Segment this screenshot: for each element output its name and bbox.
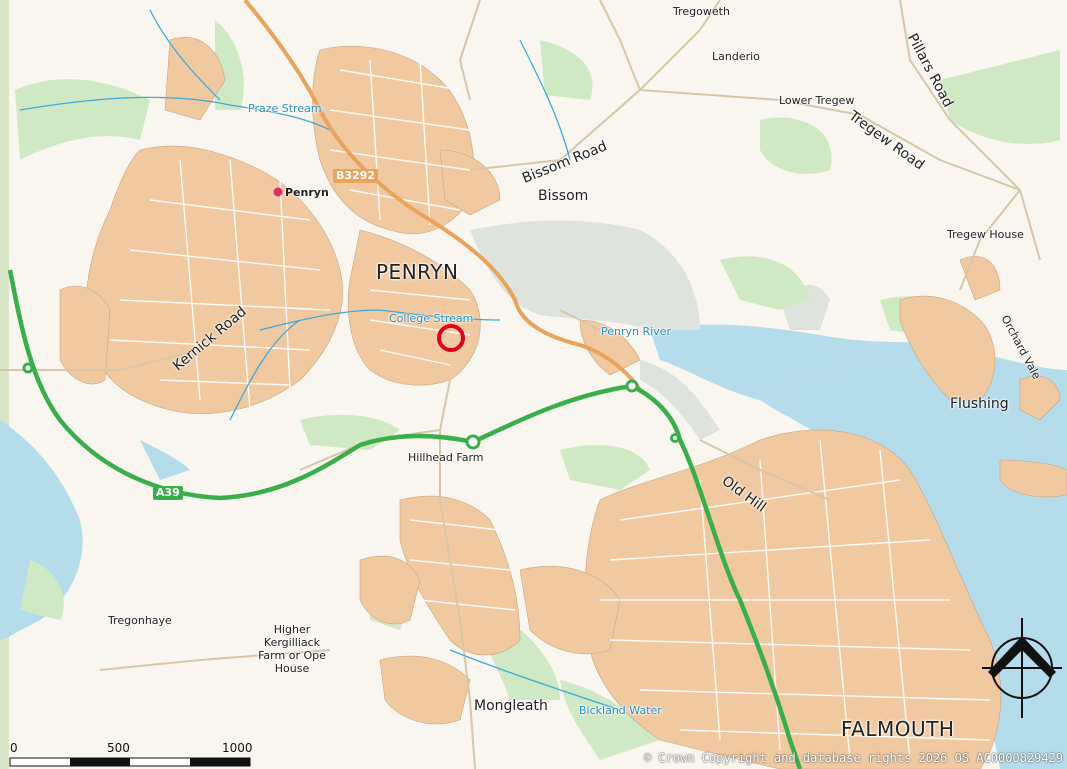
b3292-road	[243, 0, 642, 392]
minor-roads	[0, 0, 1041, 769]
label-bickland-water: Bickland Water	[579, 704, 662, 717]
roundabouts	[22, 362, 680, 450]
label-tregonhaye: Tregonhaye	[108, 614, 172, 627]
label-praze-stream: Praze Stream	[248, 102, 322, 115]
scale-label-0: 0	[10, 741, 18, 755]
label-tregoweth: Tregoweth	[673, 5, 730, 18]
label-landerio: Landerio	[712, 50, 760, 63]
copyright-notice: © Crown Copyright and database rights 20…	[643, 751, 1063, 765]
north-arrow-icon[interactable]	[982, 618, 1062, 718]
label-lower-tregew: Lower Tregew	[779, 94, 855, 107]
label-falmouth: FALMOUTH	[841, 717, 955, 741]
penryn-point-icon	[273, 187, 283, 197]
label-penryn-town: PENRYN	[376, 260, 459, 284]
a39-shield: A39	[153, 486, 183, 500]
minor-streets	[109, 59, 991, 761]
scale-label-1000: 1000 m	[222, 741, 253, 769]
label-flushing: Flushing	[950, 396, 1009, 412]
scale-bar	[9, 757, 251, 767]
scale-label-500: 500 m	[107, 741, 130, 769]
streams	[19, 9, 621, 711]
label-hillhead-farm: Hillhead Farm	[408, 451, 484, 464]
label-college-stream: College Stream	[389, 312, 474, 325]
location-marker-icon[interactable]	[437, 324, 465, 352]
label-tregew-house: Tregew House	[947, 228, 1024, 241]
map-edge	[0, 0, 9, 769]
label-mongleath: Mongleath	[474, 698, 548, 714]
label-penryn-river: Penryn River	[601, 325, 671, 338]
b3292-shield: B3292	[333, 169, 378, 183]
label-penryn-point: Penryn	[285, 186, 329, 199]
label-bissom: Bissom	[538, 188, 589, 204]
label-higher-kergilliack: Higher Kergilliack Farm or Ope House	[258, 623, 326, 675]
